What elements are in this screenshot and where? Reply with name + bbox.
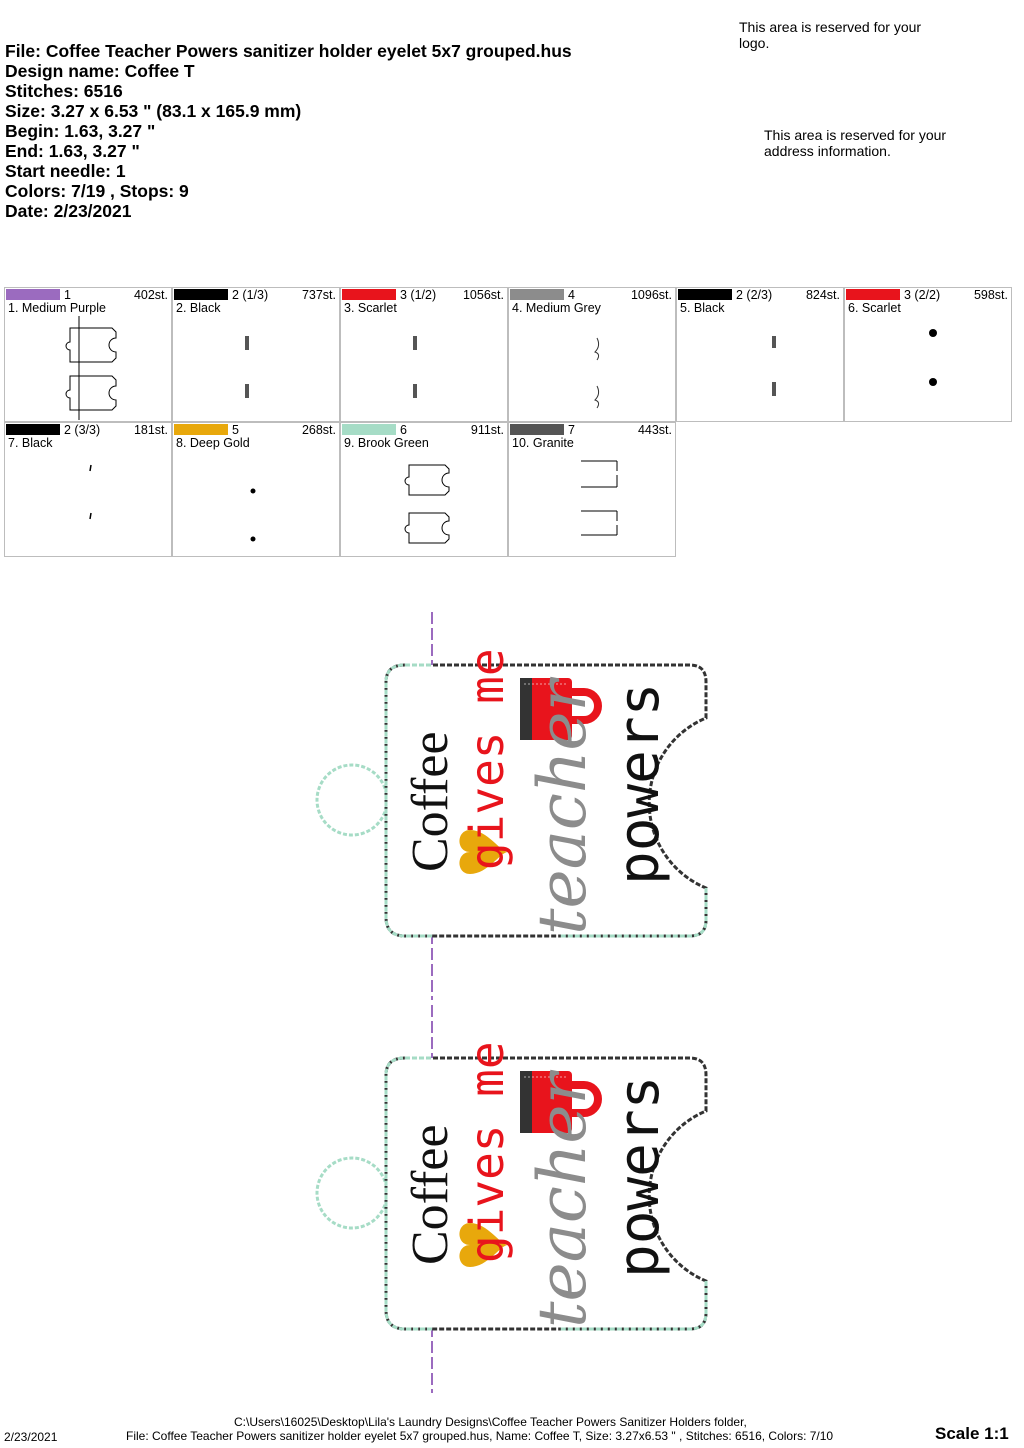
needle-number: 2 (3/3) xyxy=(64,423,101,437)
stitch-count: 402st. xyxy=(133,288,168,302)
design-text-coffee: Coffee xyxy=(402,731,459,872)
color-swatch xyxy=(6,289,60,300)
stop-preview xyxy=(929,329,937,386)
color-name: 9. Brook Green xyxy=(344,436,429,450)
stitch-count: 737st. xyxy=(301,288,336,302)
stitch-count: 181st. xyxy=(133,423,168,437)
stitch-count: 598st. xyxy=(973,288,1008,302)
stop-preview xyxy=(404,464,450,544)
stitch-count: 443st. xyxy=(637,423,672,437)
stop-preview xyxy=(245,336,249,398)
design-text-powers: powers xyxy=(607,683,672,885)
color-stop-cell: 3 (2/2) 598st. 6. Scarlet xyxy=(844,287,1012,422)
color-swatch xyxy=(6,424,60,435)
color-swatch xyxy=(678,289,732,300)
size-line: Size: 3.27 x 6.53 " (83.1 x 165.9 mm) xyxy=(5,101,302,121)
color-name: 1. Medium Purple xyxy=(8,301,106,315)
color-stop-cell: 4 1096st. 4. Medium Grey xyxy=(508,287,676,422)
color-name: 8. Deep Gold xyxy=(176,436,250,450)
address-reserved-note: This area is reserved for your address i… xyxy=(764,127,947,159)
color-name: 4. Medium Grey xyxy=(512,301,601,315)
color-name: 2. Black xyxy=(176,301,221,315)
stop-preview xyxy=(89,464,92,520)
color-name: 7. Black xyxy=(8,436,53,450)
needle-number: 6 xyxy=(400,423,407,437)
footer-date: 2/23/2021 xyxy=(4,1430,58,1444)
coffee-mug-icon xyxy=(520,1071,602,1133)
end-line: End: 1.63, 3.27 " xyxy=(5,141,140,161)
needle-number: 3 (2/2) xyxy=(904,288,941,302)
design-info: File: Coffee Teacher Powers sanitizer ho… xyxy=(5,41,572,221)
color-stop-grid: 1 402st. 1. Medium Purple 2 (1/3) 737st. 2. B… xyxy=(4,287,1014,559)
coffee-mug-icon xyxy=(520,678,602,740)
color-swatch xyxy=(342,289,396,300)
color-swatch xyxy=(846,289,900,300)
colors-line: Colors: 7/19 , Stops: 9 xyxy=(5,181,189,201)
needle-number: 5 xyxy=(232,423,239,437)
needle-number: 1 xyxy=(64,288,71,302)
color-stop-cell: 7 443st. 10. Granite xyxy=(508,422,676,557)
design-text-gives-me: gives me xyxy=(460,648,514,870)
color-stop-cell: 2 (3/3) 181st. 7. Black xyxy=(4,422,172,557)
needle-number: 2 (1/3) xyxy=(232,288,269,302)
file-line: File: Coffee Teacher Powers sanitizer ho… xyxy=(5,41,572,61)
stop-preview xyxy=(581,460,618,536)
color-swatch xyxy=(174,289,228,300)
stop-preview xyxy=(594,337,600,409)
eyelet-circle xyxy=(315,763,389,837)
color-stop-cell: 5 268st. 8. Deep Gold xyxy=(172,422,340,557)
stitch-count: 1096st. xyxy=(630,288,672,302)
needle-number: 2 (2/3) xyxy=(736,288,773,302)
color-stop-cell: 2 (1/3) 737st. 2. Black xyxy=(172,287,340,422)
stop-preview xyxy=(772,336,776,396)
design-name-line: Design name: Coffee T xyxy=(5,61,195,81)
design-text-coffee: Coffee xyxy=(402,1124,459,1265)
color-stop-cell: 3 (1/2) 1056st. 3. Scarlet xyxy=(340,287,508,422)
stitches-line: Stitches: 6516 xyxy=(5,81,123,101)
color-name: 6. Scarlet xyxy=(848,301,901,315)
stop-preview xyxy=(413,336,417,398)
stop-preview xyxy=(65,316,117,420)
needle-number: 7 xyxy=(568,423,575,437)
eyelet-circle xyxy=(315,1156,389,1230)
color-name: 10. Granite xyxy=(512,436,574,450)
date-line: Date: 2/23/2021 xyxy=(5,201,132,221)
design-text-teacher: teacher xyxy=(524,677,601,935)
start-needle-line: Start needle: 1 xyxy=(5,161,126,181)
color-swatch xyxy=(342,424,396,435)
design-text-powers: powers xyxy=(607,1076,672,1278)
color-swatch xyxy=(510,424,564,435)
heart-icon xyxy=(459,1223,508,1267)
color-name: 5. Black xyxy=(680,301,725,315)
color-swatch xyxy=(510,289,564,300)
footer-path: C:\Users\16025\Desktop\Lila's Laundry De… xyxy=(234,1415,747,1429)
stitch-count: 1056st. xyxy=(462,288,504,302)
color-stop-cell: 2 (2/3) 824st. 5. Black xyxy=(676,287,844,422)
color-stop-cell: 1 402st. 1. Medium Purple xyxy=(4,287,172,422)
color-name: 3. Scarlet xyxy=(344,301,397,315)
design-text-teacher: teacher xyxy=(524,1070,601,1328)
stop-preview xyxy=(250,488,256,542)
footer-summary: File: Coffee Teacher Powers sanitizer ho… xyxy=(126,1429,834,1443)
scale-label: Scale 1:1 xyxy=(935,1424,1009,1443)
design-text-gives-me: gives me xyxy=(460,1041,514,1263)
needle-number: 3 (1/2) xyxy=(400,288,437,302)
stitch-count: 268st. xyxy=(301,423,336,437)
stitch-count: 911st. xyxy=(470,423,504,437)
needle-number: 4 xyxy=(568,288,575,302)
color-swatch xyxy=(174,424,228,435)
color-stop-cell: 6 911st. 9. Brook Green xyxy=(340,422,508,557)
begin-line: Begin: 1.63, 3.27 " xyxy=(5,121,156,141)
stitch-count: 824st. xyxy=(805,288,840,302)
heart-icon xyxy=(459,830,508,874)
logo-reserved-note: This area is reserved for your logo. xyxy=(739,19,922,51)
